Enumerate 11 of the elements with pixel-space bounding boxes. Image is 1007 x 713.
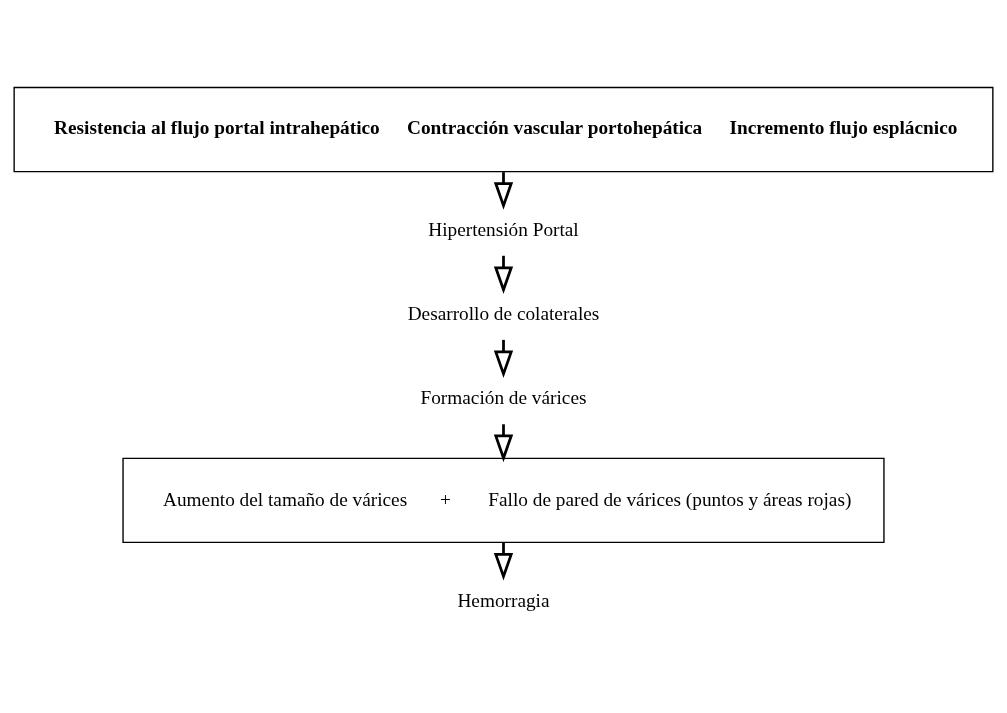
node-box: Resistencia al flujo portal intrahepático Contracción vascular portohepática Incremento flujo esplácnico [13,86,994,172]
arrow [493,339,514,378]
node-text: Desarrollo de colaterales [407,302,600,324]
node-text: Hemorragia [457,589,550,611]
node-text: Hipertensión Portal [428,218,579,240]
arrow [493,171,514,210]
arrow [493,255,514,294]
arrow [493,542,514,581]
node-text: Formación de várices [420,386,587,408]
arrow [493,423,514,462]
node-box: Aumento del tamaño de várices + Fallo de pared de várices (puntos y áreas rojas) [122,457,885,543]
